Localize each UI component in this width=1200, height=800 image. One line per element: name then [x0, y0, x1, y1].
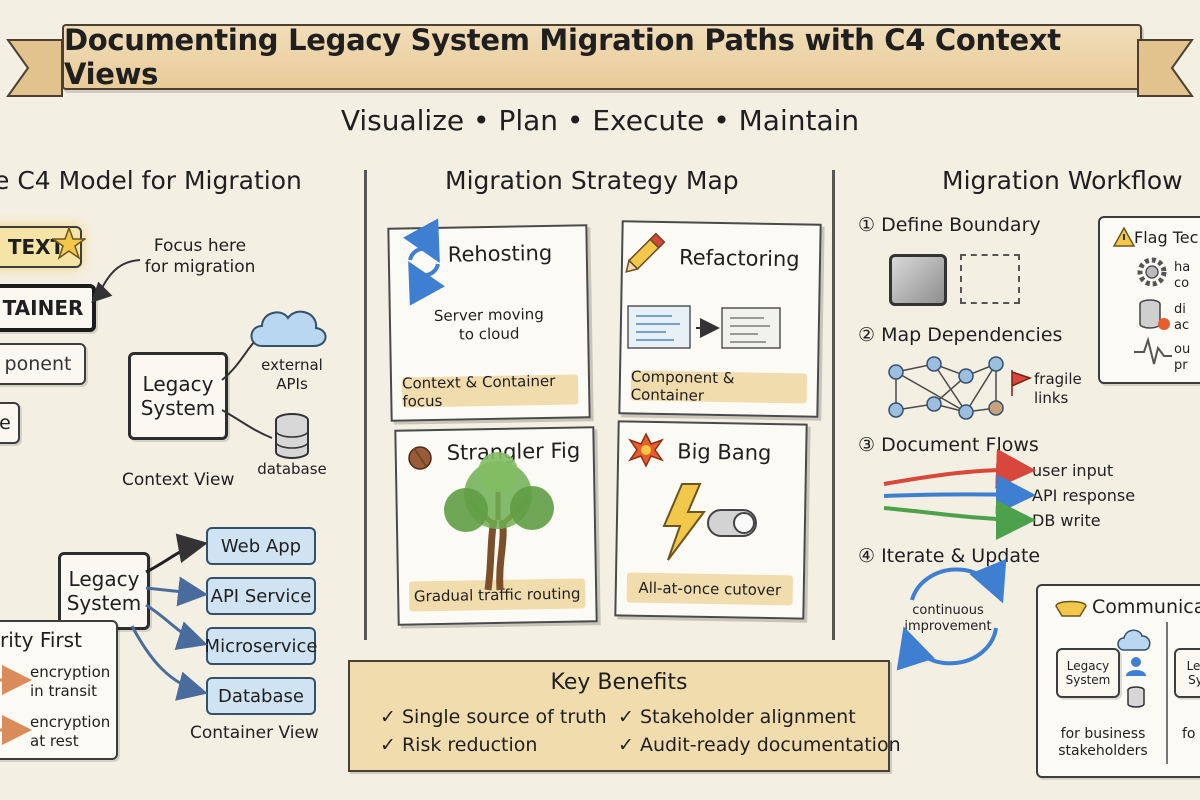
arrow-microservice — [145, 603, 208, 651]
legacy-system-container: Legacy System — [58, 552, 150, 630]
arrow-web-app — [145, 533, 208, 574]
legacy-system-context: Legacy System — [128, 352, 228, 440]
user-icon — [1126, 657, 1146, 676]
page-title: Documenting Legacy System Migration Path… — [64, 23, 1061, 91]
page-subtitle: Visualize • Plan • Execute • Maintain — [340, 104, 860, 137]
ribbon-left-tail — [6, 39, 63, 97]
comm-cloud-icon — [1117, 629, 1151, 651]
dependency-graph — [895, 363, 997, 413]
communicate-system-b: Lega Syst — [1174, 648, 1200, 698]
flag-item-1: ha co — [1174, 260, 1191, 291]
c4-level-component[interactable]: ponent — [0, 343, 86, 385]
security-item-transit: encryption in transit — [30, 663, 111, 700]
dependency-nodes — [888, 356, 1004, 420]
cycle-arrow-top — [910, 558, 1007, 604]
right-divider — [832, 170, 835, 640]
flag-item-3: ou pr — [1174, 342, 1191, 373]
step-map-dependencies: ② Map Dependencies — [858, 324, 1063, 346]
security-item-rest: encryption at rest — [30, 713, 111, 750]
communicate-note-a: for business stakeholders — [1058, 726, 1148, 759]
communicate-system-a: Legacy System — [1056, 648, 1120, 698]
container-web-app[interactable]: Web App — [206, 527, 316, 565]
c4-model-title: e C4 Model for Migration — [0, 166, 302, 195]
c4-level-container-label: TAINER — [2, 296, 84, 320]
benefit-single-source: ✓ Single source of truth — [380, 706, 607, 728]
title-banner: Documenting Legacy System Migration Path… — [62, 23, 1142, 91]
pencil-icon — [625, 232, 666, 273]
step-define-boundary: ① Define Boundary — [858, 214, 1041, 236]
security-title: rity First — [0, 628, 82, 652]
continuous-improvement-label: continuous improvement — [904, 603, 992, 634]
arrow-database — [130, 625, 208, 701]
context-view-caption: Context View — [122, 470, 235, 490]
refresh-icon — [403, 218, 445, 306]
communicate-divider — [1166, 622, 1168, 764]
explosion-icon — [628, 432, 664, 468]
boundary-solid-box — [889, 254, 947, 306]
star-icon — [52, 226, 86, 260]
code-window-icons — [627, 305, 781, 349]
db-alert-icon — [1139, 299, 1170, 330]
benefit-stakeholder: ✓ Stakeholder alignment — [618, 706, 856, 728]
arrow-api-service — [145, 576, 208, 607]
c4-level-code-label: e — [0, 412, 11, 434]
red-flag-icon — [1011, 370, 1033, 396]
communicate-note-b: fo — [1182, 726, 1196, 742]
context-link-database — [221, 409, 273, 439]
flow-db-write: DB write — [1032, 511, 1101, 530]
tree-icon — [444, 452, 554, 591]
left-divider — [364, 170, 367, 640]
flow-arrow-api-response — [883, 474, 1036, 515]
cloud-icon — [250, 310, 327, 347]
lightning-icon — [662, 483, 706, 561]
ribbon-right-tail — [1137, 39, 1194, 97]
workflow-title: Migration Workflow — [942, 166, 1183, 195]
c4-level-code[interactable]: e — [0, 402, 20, 444]
benefit-risk: ✓ Risk reduction — [380, 734, 538, 756]
fig-icon — [408, 446, 432, 470]
key-benefits-title: Key Benefits — [550, 670, 688, 695]
toggle-switch-icon — [707, 509, 757, 537]
key-benefits-panel: Key Benefits ✓ Single source of truth ✓ … — [348, 660, 901, 772]
focus-note: Focus here for migration — [144, 236, 256, 278]
pulse-icon — [1134, 336, 1172, 365]
container-view-caption: Container View — [190, 723, 319, 743]
flow-arrow-user-input — [883, 448, 1036, 489]
c4-level-component-label: ponent — [4, 353, 72, 375]
database-label: database — [257, 460, 327, 478]
strategy-map-title: Migration Strategy Map — [445, 166, 739, 195]
flag-item-2: di ac — [1174, 302, 1190, 333]
external-apis-label: external APIs — [261, 356, 323, 393]
flow-arrow-db-write — [883, 499, 1036, 540]
context-link-external — [221, 339, 257, 381]
focus-arrow — [91, 259, 141, 303]
benefit-audit: ✓ Audit-ready documentation — [618, 734, 901, 756]
gear-icon — [1137, 257, 1167, 287]
container-api-service[interactable]: API Service — [206, 577, 316, 615]
database-icon — [275, 413, 309, 459]
flow-api-response: API response — [1032, 486, 1136, 505]
fragile-links-note: fragile links — [1034, 370, 1082, 407]
cycle-arrow-bottom — [896, 626, 998, 671]
warning-icon — [1112, 226, 1136, 247]
container-microservice[interactable]: Microservice — [205, 627, 317, 665]
c4-level-container[interactable]: TAINER — [0, 284, 96, 332]
step-document-flows: ③ Document Flows — [858, 434, 1039, 456]
communicate-title: Communicat — [1092, 596, 1200, 618]
flag-tech-title: Flag Tec — [1134, 228, 1199, 247]
container-database[interactable]: Database — [206, 677, 316, 715]
comm-db-icon — [1127, 686, 1145, 708]
flow-user-input: user input — [1032, 461, 1114, 480]
megaphone-icon — [1055, 600, 1087, 617]
boundary-dashed-box — [960, 254, 1020, 304]
